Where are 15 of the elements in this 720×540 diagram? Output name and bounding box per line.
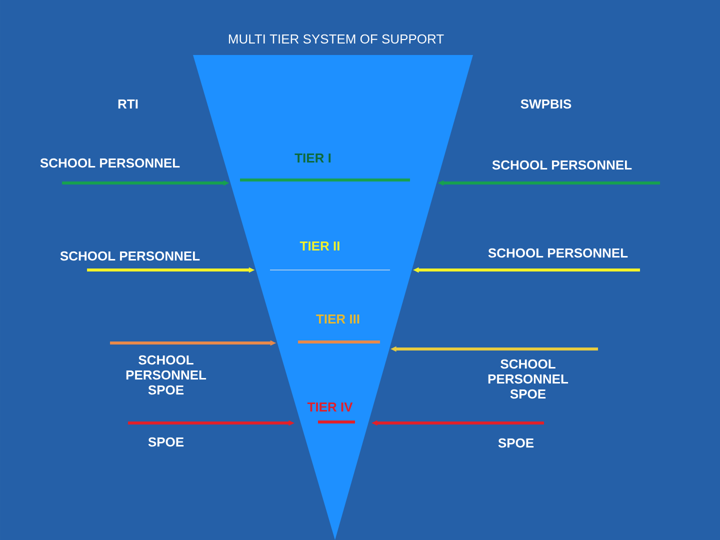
personnel-label: SPOE xyxy=(148,437,184,447)
personnel-label: SCHOOL PERSONNEL SPOE xyxy=(126,355,206,395)
personnel-label: SCHOOL PERSONNEL SPOE xyxy=(488,359,568,399)
personnel-label: SPOE xyxy=(498,438,534,448)
tier-label: TIER III xyxy=(316,314,360,324)
personnel-label: SCHOOL PERSONNEL xyxy=(60,251,200,261)
title: MULTI TIER SYSTEM OF SUPPORT xyxy=(228,34,444,44)
column-heading: SWPBIS xyxy=(520,99,572,109)
personnel-label: SCHOOL PERSONNEL xyxy=(488,248,628,258)
tier-label: TIER I xyxy=(294,154,331,162)
tier-label: TIER IV xyxy=(307,402,353,412)
tier-label: TIER II xyxy=(300,242,340,250)
personnel-label: SCHOOL PERSONNEL xyxy=(40,158,180,168)
column-heading: RTI xyxy=(118,100,138,108)
personnel-label: SCHOOL PERSONNEL xyxy=(492,160,632,170)
